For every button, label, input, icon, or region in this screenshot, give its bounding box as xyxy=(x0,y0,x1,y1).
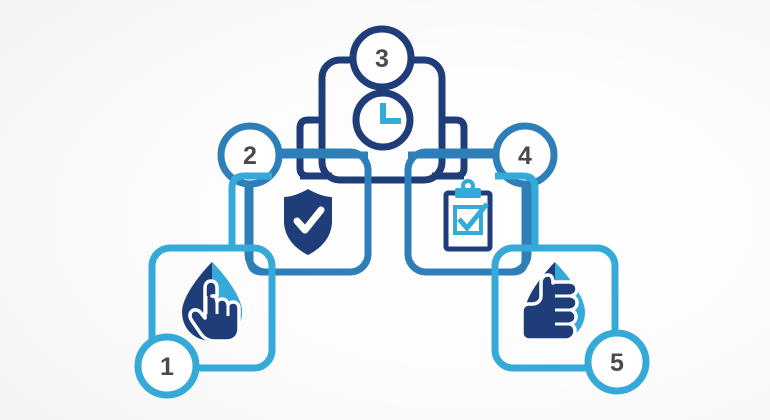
connector-3-right-elbow xyxy=(432,116,468,180)
shield-checkmark xyxy=(293,206,325,234)
step-5-circle[interactable] xyxy=(584,329,650,395)
clipboard-body xyxy=(443,190,493,252)
step-5-box xyxy=(491,244,619,372)
step-2-number: 2 xyxy=(243,142,257,170)
clock-icon xyxy=(352,89,414,151)
clipboard-clip-ring xyxy=(461,179,475,193)
step-5-number: 5 xyxy=(610,349,624,377)
step-4-circle[interactable] xyxy=(492,122,558,188)
thumb-finger-lines xyxy=(555,294,571,326)
step-3-number: 3 xyxy=(375,45,389,73)
step-2-circle[interactable] xyxy=(217,122,283,188)
connector-1-to-2 xyxy=(228,172,272,248)
clipboard-checkmark xyxy=(457,202,489,232)
step-1-circle[interactable] xyxy=(134,333,200,399)
pointing-hand xyxy=(188,279,241,343)
clipboard-checkbox-icon xyxy=(443,179,493,252)
clipboard-checkbox xyxy=(453,205,483,235)
hand-finger-lines xyxy=(204,296,230,316)
connector-5-to-4 xyxy=(495,172,539,248)
connector-4-down-right xyxy=(486,184,529,276)
step-2-group: 2 xyxy=(217,122,372,276)
connector-3-left-elbow xyxy=(296,116,332,180)
step-4-number: 4 xyxy=(518,142,532,170)
clock-hands xyxy=(380,103,401,124)
thumbs-up-water-drop-icon xyxy=(520,262,585,342)
step-1-group: 1 xyxy=(134,172,276,399)
connector-2-down-left xyxy=(246,184,290,276)
step-1-number: 1 xyxy=(160,353,174,381)
step-3-group: 3 xyxy=(296,25,468,184)
step-4-group: 4 xyxy=(404,122,558,276)
step-3-circle[interactable] xyxy=(349,25,415,91)
step-1-box xyxy=(148,244,276,372)
hand-pointing-water-drop-icon xyxy=(182,262,242,343)
thumbs-up-hand xyxy=(520,273,579,342)
step-5-group: 5 xyxy=(491,172,650,395)
shield-check-icon xyxy=(284,189,332,255)
